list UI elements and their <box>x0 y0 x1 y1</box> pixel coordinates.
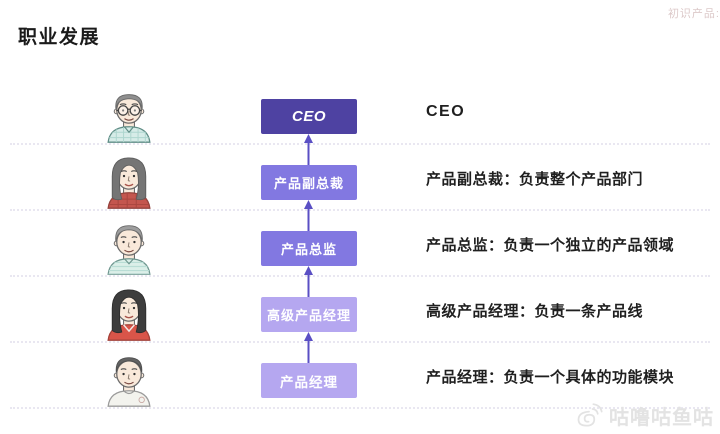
pm-description: 产品经理：负责一个具体的功能模块 <box>426 368 675 386</box>
ladder-row-vp: 产品副总裁 产品副总裁：负责整个产品部门 <box>0 134 720 211</box>
row-divider <box>10 143 710 145</box>
up-arrow-icon <box>304 332 313 363</box>
senior-pm-description: 高级产品经理：负责一条产品线 <box>426 302 644 320</box>
watermark: 咕噜咕鱼咕 <box>574 401 714 430</box>
vp-description: 产品副总裁：负责整个产品部门 <box>426 170 644 188</box>
row-divider <box>10 275 710 277</box>
ladder-row-ceo: CEO CEO <box>0 79 720 145</box>
career-ladder: CEO CEO <box>0 79 720 409</box>
watermark-text: 咕噜咕鱼咕 <box>609 407 714 429</box>
up-arrow-icon <box>304 134 313 165</box>
row-divider <box>10 407 710 409</box>
pm-box: 产品经理 <box>261 363 357 398</box>
page-title: 职业发展 <box>18 27 101 48</box>
young-man-light-shirt-icon <box>100 350 158 408</box>
man-glasses-plaid-shirt-icon <box>100 86 158 144</box>
row-divider <box>10 209 710 211</box>
weibo-eye-logo-icon <box>577 402 603 427</box>
ladder-row-pm: 产品经理 产品经理：负责一个具体的功能模块 <box>0 332 720 409</box>
woman-black-hair-red-shirt-icon <box>100 284 158 342</box>
ladder-row-senior-pm: 高级产品经理 高级产品经理：负责一条产品线 <box>0 266 720 343</box>
senior-pm-box: 高级产品经理 <box>261 297 357 332</box>
ceo-box: CEO <box>261 99 357 134</box>
ceo-description: CEO <box>426 103 466 120</box>
vp-box: 产品副总裁 <box>261 165 357 200</box>
man-gray-hair-striped-shirt-icon <box>100 218 158 276</box>
up-arrow-icon <box>304 200 313 231</box>
director-box: 产品总监 <box>261 231 357 266</box>
row-divider <box>10 341 710 343</box>
up-arrow-icon <box>304 266 313 297</box>
woman-long-hair-red-shirt-icon <box>100 152 158 210</box>
ladder-row-director: 产品总监 产品总监：负责一个独立的产品领域 <box>0 200 720 277</box>
director-description: 产品总监：负责一个独立的产品领域 <box>426 236 675 254</box>
corner-tag: 初识产品: <box>667 8 720 20</box>
